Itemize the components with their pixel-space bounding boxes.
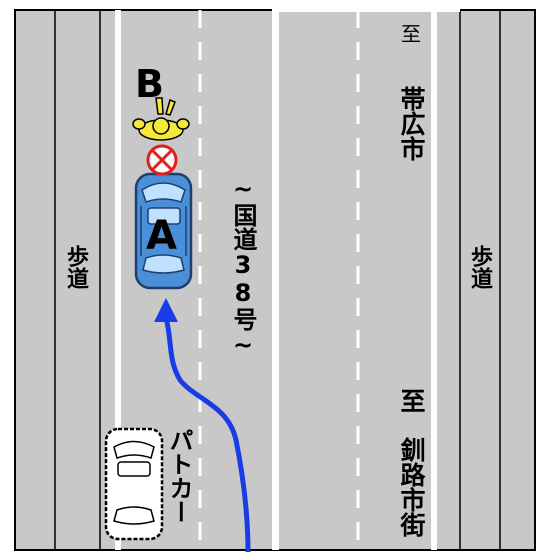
patrol-car-label: パトカー (165, 428, 193, 524)
movement-arrow-head (154, 298, 178, 322)
edge-line-left (115, 10, 121, 550)
car-a-icon (134, 172, 193, 290)
direction-bottom-label: 釧路市街 (397, 437, 426, 537)
direction-top-prefix: 至 (401, 22, 421, 46)
road-name-label: ~国道38号~ (229, 175, 257, 359)
prohibition-icon (146, 144, 178, 176)
movement-arrow-path (163, 317, 251, 553)
sidewalk-left-label: 歩道 (63, 245, 88, 289)
direction-top-label: 帯広市 (397, 86, 426, 161)
top-strip (272, 8, 460, 12)
person-b-label: B (135, 62, 164, 106)
direction-bottom-prefix: 至 (397, 388, 426, 413)
edge-line-right (431, 10, 437, 550)
car-a-label: A (146, 213, 177, 259)
sidewalk-right-label: 歩道 (467, 245, 492, 289)
pedestrian-b-icon (132, 97, 190, 141)
center-line (272, 10, 279, 550)
patrol-car-icon (104, 427, 164, 541)
